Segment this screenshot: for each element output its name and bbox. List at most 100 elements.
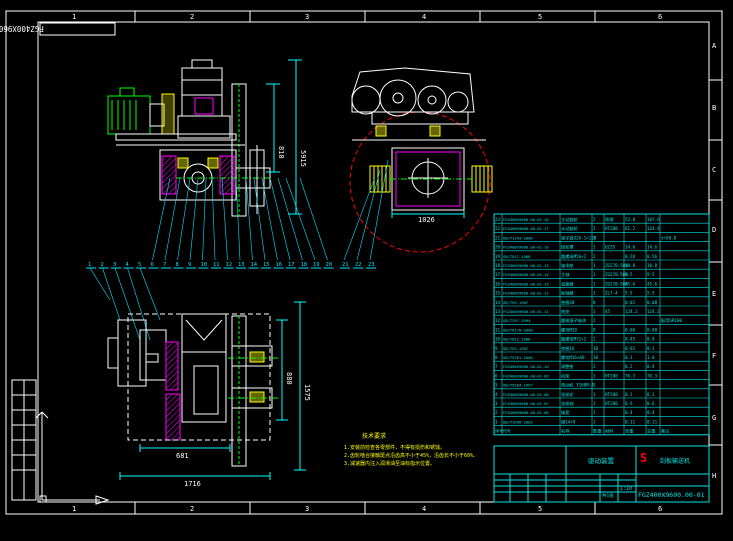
balloon-number: 16 <box>276 262 283 268</box>
bom-cell: 9.5 <box>625 272 633 277</box>
title-scale: 1:10 <box>620 486 632 492</box>
bom-cell: 6 <box>495 373 498 378</box>
dim-1026: 1026 <box>418 216 435 224</box>
bom-cell: 45 <box>605 309 611 314</box>
balloon-number: 8 <box>176 262 179 268</box>
bom-cell: ZL7-4 <box>605 291 618 296</box>
bom-cell: 调整垫 <box>561 363 574 370</box>
leader-line <box>343 179 375 261</box>
ucs-icon <box>35 411 110 505</box>
plan-view: 880 1575 681 1716 <box>107 301 311 488</box>
bom-cell: 1 <box>593 272 596 277</box>
bom-cell: 9 <box>495 346 498 351</box>
bom-cell: 圆螺母M56×2 <box>561 253 587 260</box>
col-label: 1 <box>72 505 76 513</box>
bom-cell: HT200 <box>605 392 618 397</box>
notes-line: 1.安装前检查各零部件，不得有损伤和锈蚀。 <box>344 444 445 451</box>
bom-cell: 0.4 <box>647 364 655 369</box>
leader-line <box>164 177 181 261</box>
col-label: 5 <box>538 13 542 21</box>
bom-cell: 滚子链32A-1×124 <box>561 234 597 241</box>
balloon-number: 2 <box>101 262 104 268</box>
bom-cell: 124.4 <box>647 226 660 231</box>
bom-cell: 107.6 <box>647 217 660 222</box>
bom-header-cell: 代号 <box>503 429 511 434</box>
rotated-number-text: FGZ400X9600.00-01 <box>0 24 44 33</box>
row-label: F <box>712 352 716 360</box>
dim-880: 880 <box>285 372 293 385</box>
row-label: B <box>712 104 716 112</box>
bom-cell: FGZ400X9600.00-01-12 <box>503 291 549 296</box>
bom-cell: 1 <box>593 235 596 240</box>
bom-cell: 0.11 <box>625 419 636 424</box>
bom-cell: 45.6 <box>647 281 658 286</box>
bom-cell: FGZ400X9600.00-01-07 <box>503 401 549 406</box>
left-revision-table <box>11 379 37 501</box>
bom-cell: 螺栓M16×60 <box>561 354 585 361</box>
bom-cell: 23 <box>495 217 501 222</box>
bom-cell: 14 <box>495 300 501 305</box>
leader-line <box>102 267 121 321</box>
bom-cell: 21 <box>495 235 501 240</box>
bom-cell: 0.6 <box>625 401 633 406</box>
bom-cell: GB/T5184-1997 <box>503 383 533 388</box>
bom-cell: 配用SR100 <box>661 318 682 324</box>
bom-cell: 1.0 <box>647 355 655 360</box>
bom-cell: 5.5 <box>625 291 633 296</box>
bom-cell: 张紧轴 <box>561 400 574 407</box>
col-label: 4 <box>422 13 426 21</box>
balloon-number: 19 <box>313 262 320 268</box>
leader-line <box>299 177 328 261</box>
bom-cell: 1 <box>593 245 596 250</box>
bom-cell: 张紧轮 <box>561 391 574 398</box>
bom-cell: 20 <box>495 245 501 250</box>
bom-cell: 9.5 <box>647 272 655 277</box>
title-company: 刮板输送机 <box>660 457 690 465</box>
bom-cell: HT200 <box>605 373 618 378</box>
bom-cell: 1 <box>593 410 596 415</box>
bom-cell: 链轮罩 <box>561 244 574 251</box>
bom-cell: 7 <box>495 364 498 369</box>
balloon-number: 15 <box>263 262 270 268</box>
bom-cell: FGZ400X9600.00-01-11 <box>503 309 549 314</box>
bom-cell: 2 <box>593 217 596 222</box>
col-label: 2 <box>190 13 194 21</box>
row-label: E <box>712 290 716 298</box>
bom-cell: 14.6 <box>625 245 636 250</box>
balloon-number: 10 <box>201 262 208 268</box>
dim-681: 681 <box>176 452 189 460</box>
bom-cell: 圆螺母M72×2 <box>561 336 587 343</box>
bom-cell: 1 <box>593 291 596 296</box>
bom-header-cell: 总重 <box>647 428 655 434</box>
bom-cell: 61.2 <box>625 226 636 231</box>
col-label: 4 <box>422 505 426 513</box>
bom-cell: 圆锥滚子轴承 <box>561 317 587 324</box>
leader-line <box>211 177 216 261</box>
side-view: 1026 <box>349 67 493 253</box>
bom-cell: 1 <box>593 281 596 286</box>
rotated-drawing-number: FGZ400X9600.00-01 <box>0 22 116 36</box>
bom-cell: 2 <box>593 318 596 323</box>
title-name: 驱动装置 <box>588 456 615 465</box>
bom-cell: 0.11 <box>647 419 658 424</box>
col-label: 3 <box>305 505 309 513</box>
bom-cell: FGZ400X9600.00-01-10 <box>503 364 549 369</box>
bom-cell: 0.4 <box>647 410 655 415</box>
balloon-number: 4 <box>126 262 130 268</box>
bom-cell: 0.4 <box>625 410 633 415</box>
leader-line <box>261 177 278 261</box>
bom-cell: 16 <box>495 281 501 286</box>
bom-cell: 1 <box>593 401 596 406</box>
balloon-number: 20 <box>326 262 333 268</box>
balloon-number: 13 <box>238 262 245 268</box>
bom-cell: GB/T5781-2000 <box>503 355 533 360</box>
balloon-number: 22 <box>355 262 362 268</box>
bom-cell: 电动机 Y160M-4 <box>561 382 594 389</box>
bom-cell: 14.6 <box>647 245 658 250</box>
leader-line <box>253 177 266 261</box>
bom-cell: 0.1 <box>625 355 633 360</box>
bom-cell: 2 <box>593 226 596 231</box>
bom-cell: GB/T1096-2003 <box>503 419 533 424</box>
